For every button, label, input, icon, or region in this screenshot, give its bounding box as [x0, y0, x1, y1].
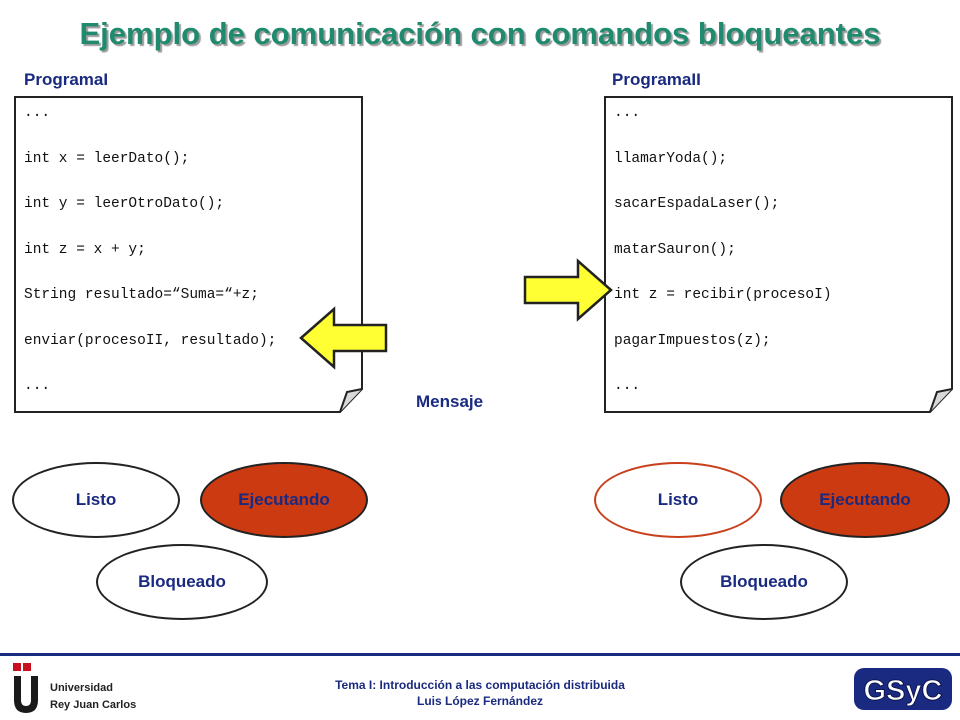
- urjc-logo: Universidad Rey Juan Carlos: [10, 660, 170, 718]
- state-blocked-left: Bloqueado: [96, 544, 268, 620]
- code-line: int y = leerOtroDato();: [24, 196, 225, 212]
- state-label: Listo: [657, 490, 699, 509]
- code-line: int x = leerDato();: [24, 150, 190, 167]
- state-ready-right: Listo: [594, 462, 762, 538]
- code-line: enviar(procesoII, resultado);: [24, 332, 277, 349]
- code-line: ...: [614, 378, 641, 394]
- state-label: Bloqueado: [720, 572, 808, 591]
- program2-code-box: ... llamarYoda(); sacarEspadaLaser(); ma…: [604, 96, 954, 414]
- program1-code-lines: ... int x = leerDato(); int y = leerOtro…: [24, 102, 276, 421]
- state-label: Ejecutando: [238, 490, 330, 509]
- program2-page-shape: [604, 96, 953, 413]
- state-label: Listo: [75, 490, 117, 509]
- gsyc-logo: GSyC: [854, 668, 952, 710]
- code-line: sacarEspadaLaser();: [614, 196, 780, 212]
- state-blocked-right: Bloqueado: [680, 544, 848, 620]
- code-line: int z = x + y;: [24, 241, 146, 258]
- state-ready-left: Listo: [12, 462, 180, 538]
- state-running-left: Ejecutando: [200, 462, 368, 538]
- university-name-line2: Rey Juan Carlos: [50, 699, 137, 711]
- code-line: llamarYoda();: [614, 150, 728, 167]
- footer-author: Luis López Fernández: [416, 694, 543, 708]
- code-line: matarSauron();: [614, 241, 736, 258]
- receive-arrow-icon: [523, 258, 613, 322]
- gsyc-logo-badge: [854, 668, 952, 710]
- slide-title: Ejemplo de comunicación con comandos blo…: [79, 16, 881, 51]
- program2-label: ProgramaII: [612, 70, 701, 89]
- footer-topic: Tema I: Introducción a las computación d…: [335, 678, 625, 692]
- program2-code-lines: ... llamarYoda(); sacarEspadaLaser(); ma…: [614, 102, 832, 421]
- state-label: Ejecutando: [819, 490, 911, 509]
- code-line: ...: [24, 378, 51, 394]
- university-name-line1: Universidad: [50, 682, 113, 694]
- program1-page-shape: [14, 96, 363, 413]
- code-line: String resultado=“Suma=“+z;: [24, 287, 259, 303]
- send-arrow-icon: [299, 306, 388, 370]
- university-crest-icon: [13, 663, 38, 713]
- footer-divider: [0, 653, 960, 656]
- code-line: ...: [24, 105, 51, 121]
- footer-text: Tema I: Introducción a las computación d…: [260, 677, 700, 709]
- code-line: ...: [614, 105, 641, 121]
- state-label: Bloqueado: [138, 572, 226, 591]
- message-label: Mensaje: [416, 392, 484, 411]
- code-line: pagarImpuestos(z);: [614, 332, 771, 349]
- program1-code-box: ... int x = leerDato(); int y = leerOtro…: [14, 96, 364, 414]
- program1-label: ProgramaI: [24, 70, 109, 89]
- state-running-right: Ejecutando: [780, 462, 950, 538]
- gsyc-logo-text: GSyC: [864, 675, 943, 707]
- code-line: int z = recibir(procesoI): [614, 287, 832, 303]
